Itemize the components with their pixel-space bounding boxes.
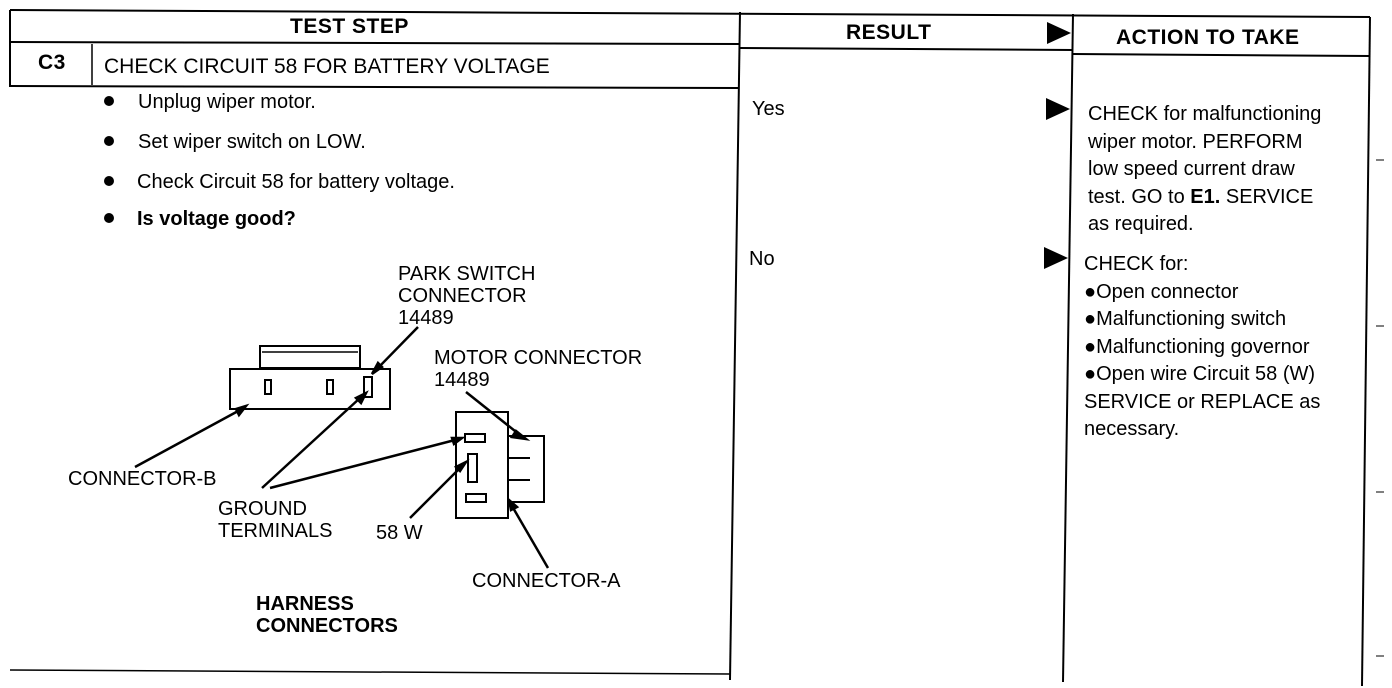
header-result: RESULT	[846, 21, 932, 44]
bullet-icon	[104, 136, 114, 146]
label-58-w: 58 W	[376, 522, 423, 544]
label-connector-a: CONNECTOR-A	[472, 570, 621, 592]
label-harness-connectors: HARNESS CONNECTORS	[256, 593, 398, 637]
bullet-item: Check Circuit 58 for battery voltage.	[137, 171, 455, 193]
bullet-icon	[104, 213, 114, 223]
result-yes: Yes	[752, 98, 785, 120]
harness-connector-diagram	[134, 326, 550, 569]
action-yes-step-ref: E1.	[1190, 185, 1221, 208]
result-no: No	[749, 248, 775, 270]
bullet-item: Unplug wiper motor.	[138, 91, 316, 113]
arrow-right-icon	[1046, 98, 1070, 120]
arrow-right-icon	[1044, 247, 1068, 269]
header-arrow-icon	[1047, 22, 1071, 44]
label-motor-connector: MOTOR CONNECTOR 14489	[434, 347, 643, 391]
label-park-switch-connector: PARK SWITCH CONNECTOR 14489	[398, 263, 536, 329]
label-connector-b: CONNECTOR-B	[68, 468, 217, 490]
step-id: C3	[38, 51, 66, 74]
step-title: CHECK CIRCUIT 58 FOR BATTERY VOLTAGE	[104, 55, 550, 78]
bullet-item: Set wiper switch on LOW.	[138, 131, 366, 153]
header-action-to-take: ACTION TO TAKE	[1116, 26, 1300, 49]
bullet-icon	[104, 96, 114, 106]
header-test-step: TEST STEP	[290, 15, 409, 38]
park-switch-top	[259, 345, 361, 369]
action-yes-text: CHECK for malfunctioning wiper motor. PE…	[1088, 103, 1322, 208]
bullet-icon	[104, 176, 114, 186]
action-yes: CHECK for malfunctioning wiper motor. PE…	[1088, 101, 1321, 239]
action-no: CHECK for: ●Open connector ●Malfunctioni…	[1084, 253, 1321, 440]
bullet-item: Is voltage good?	[137, 208, 296, 230]
action-yes-text-end: SERVICE as required.	[1088, 185, 1314, 236]
label-ground-terminals: GROUND TERMINALS	[218, 498, 333, 542]
